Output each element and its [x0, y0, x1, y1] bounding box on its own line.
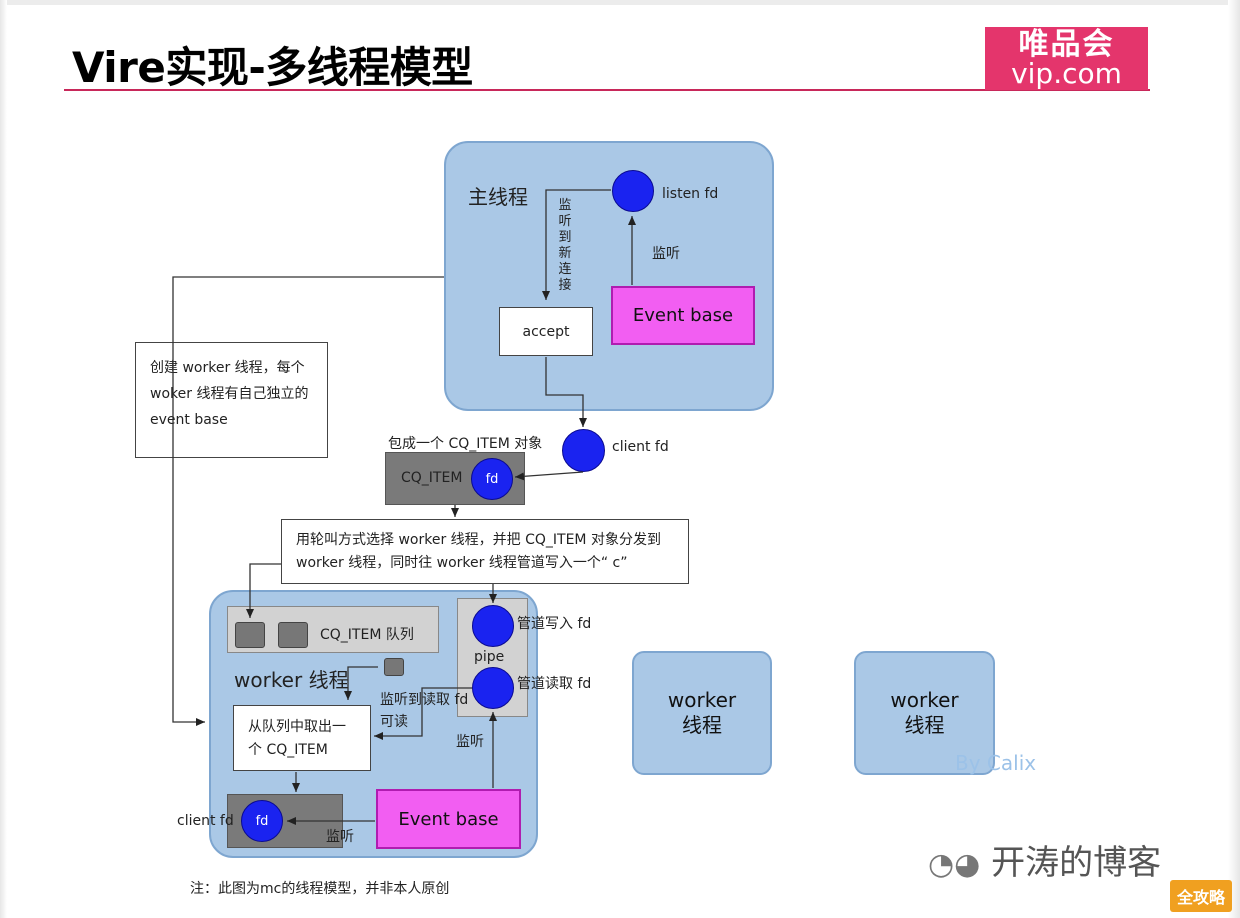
pipe-label: pipe	[474, 649, 505, 665]
left-edge	[0, 0, 7, 918]
main-thread-panel	[444, 141, 774, 411]
accept-box: accept	[499, 307, 593, 356]
main-event-base: Event base	[611, 286, 755, 345]
blog-name: 开涛的博客	[991, 843, 1162, 883]
create-worker-note: 创建 worker 线程，每个woker 线程有自己独立的 event base	[135, 342, 328, 458]
readable-label: 监听到读取 fd 可读	[380, 692, 469, 730]
client-fd-label: client fd	[612, 439, 669, 455]
pipe-write-label: 管道写入 fd	[517, 616, 592, 632]
accept-label: accept	[522, 323, 570, 340]
listen-fd-label: listen fd	[662, 186, 719, 202]
listen-fd-circle	[612, 170, 654, 212]
worker-panel-2-label: worker 线程	[667, 688, 737, 737]
logo-text-cn: 唯品会	[1018, 27, 1115, 62]
right-edge	[1228, 0, 1240, 918]
dispatch-note: 用轮叫方式选择 worker 线程，并把 CQ_ITEM 对象分发到 worke…	[281, 519, 689, 584]
worker-panel-3-label: worker 线程	[890, 688, 959, 737]
worker-client-fd-circle: fd	[241, 800, 283, 842]
blog-watermark: ◔◕ 开涛的博客	[928, 835, 1161, 884]
wechat-icon: ◔◕	[928, 847, 981, 882]
main-thread-label: 主线程	[468, 185, 528, 209]
worker-thread-label: worker 线程	[234, 668, 349, 692]
worker-panel-2: worker 线程	[632, 651, 772, 775]
new-connection-label: 监听到新连接	[558, 198, 572, 293]
wrap-cq-item-label: 包成一个 CQ_ITEM 对象	[388, 436, 543, 452]
worker-panel-3: worker 线程	[854, 651, 995, 775]
dispatch-text: 用轮叫方式选择 worker 线程，并把 CQ_ITEM 对象分发到 worke…	[296, 532, 661, 571]
take-item-box: 从队列中取出一个 CQ_ITEM	[233, 705, 371, 771]
take-item-text: 从队列中取出一个 CQ_ITEM	[248, 719, 346, 758]
queue-slot-2	[278, 622, 308, 648]
queue-slot-1	[235, 622, 265, 648]
logo-text-en: vip.com	[1011, 57, 1122, 90]
author-watermark: By Calix	[955, 751, 1037, 775]
title-underline	[64, 89, 1150, 91]
queue-label: CQ_ITEM 队列	[320, 627, 414, 643]
worker-listen-label-2: 监听	[326, 829, 354, 845]
vip-logo: 唯品会 vip.com	[985, 27, 1148, 90]
worker-client-fd-label: client fd	[177, 813, 234, 829]
footnote: 注：此图为mc的线程模型，并非本人原创	[190, 881, 450, 897]
client-fd-circle	[562, 429, 605, 472]
slide-title: Vire实现-多线程模型	[72, 43, 473, 92]
listen-label: 监听	[652, 246, 680, 262]
cq-item-fd-circle: fd	[471, 458, 513, 500]
queue-dequeued-item	[384, 658, 404, 676]
worker-listen-label: 监听	[456, 734, 484, 750]
top-edge	[0, 0, 1240, 5]
pipe-read-label: 管道读取 fd	[517, 676, 592, 692]
worker-event-base: Event base	[376, 789, 521, 849]
pipe-read-circle	[472, 667, 514, 709]
pipe-write-circle	[472, 605, 514, 647]
create-worker-text: 创建 worker 线程，每个woker 线程有自己独立的 event base	[150, 360, 309, 428]
corner-badge: 全攻略	[1170, 880, 1232, 912]
cq-item-label: CQ_ITEM	[401, 470, 463, 486]
